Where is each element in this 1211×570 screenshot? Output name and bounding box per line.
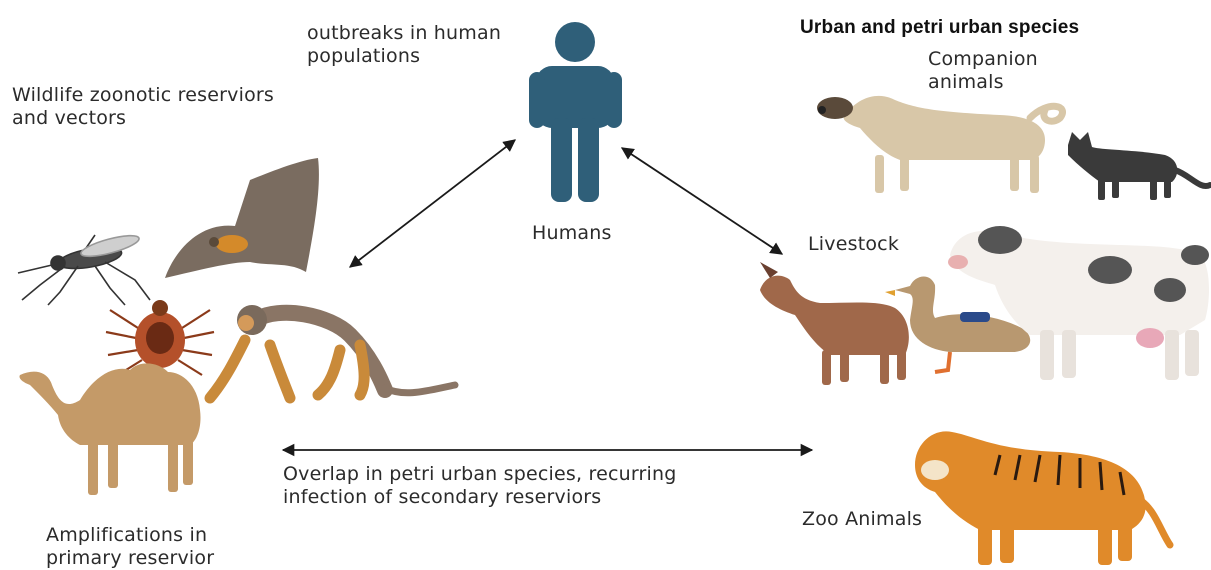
arrow-humans-wildlife [350, 140, 515, 267]
goat-icon [760, 262, 909, 385]
cat-icon [1068, 132, 1210, 200]
bat-icon [165, 158, 319, 278]
cow-icon [948, 226, 1209, 380]
monkey-icon [210, 305, 455, 398]
human-icon [529, 22, 622, 202]
tiger-icon [915, 431, 1170, 565]
mosquito-icon [18, 231, 150, 305]
arrow-humans-livestock [622, 148, 782, 254]
tick-icon [106, 300, 214, 375]
dog-icon [817, 96, 1063, 193]
camel-icon [19, 363, 200, 495]
